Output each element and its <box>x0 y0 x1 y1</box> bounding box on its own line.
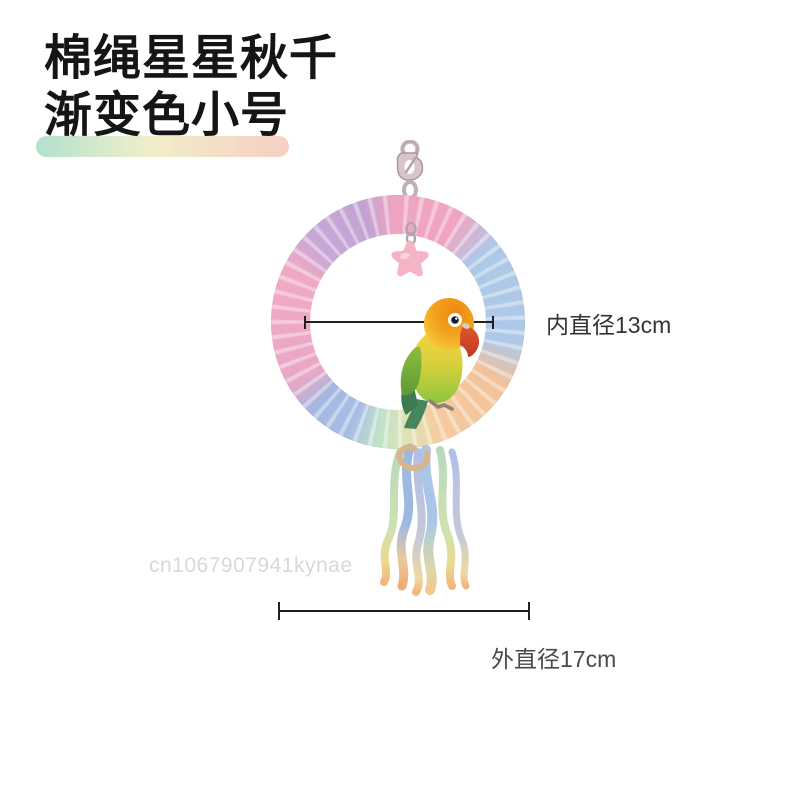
inner-line-right-tick <box>492 316 494 329</box>
product-title: 棉绳星星秋千渐变色小号 <box>0 0 400 180</box>
title-line-1: 棉绳星星秋千 <box>44 32 339 85</box>
outer-diameter-line <box>278 602 530 620</box>
watermark: cn1067907941kynae <box>149 554 353 577</box>
outer-diameter-label: 外直径17cm <box>491 646 617 672</box>
inner-diameter-line <box>304 316 494 329</box>
inner-line-left-tick <box>304 316 306 329</box>
title-line-2: 渐变色小号 <box>44 89 290 142</box>
outer-line-right-tick <box>528 602 530 620</box>
star-charm-icon <box>391 222 429 277</box>
page-title: 棉绳星星秋千渐变色小号 <box>44 30 338 144</box>
title-highlight <box>36 136 289 157</box>
metal-hook-icon <box>396 140 424 200</box>
outer-line-left-tick <box>278 602 280 620</box>
lovebird <box>400 298 480 429</box>
rope-tassels <box>380 443 470 596</box>
inner-diameter-label: 内直径13cm <box>546 312 672 338</box>
